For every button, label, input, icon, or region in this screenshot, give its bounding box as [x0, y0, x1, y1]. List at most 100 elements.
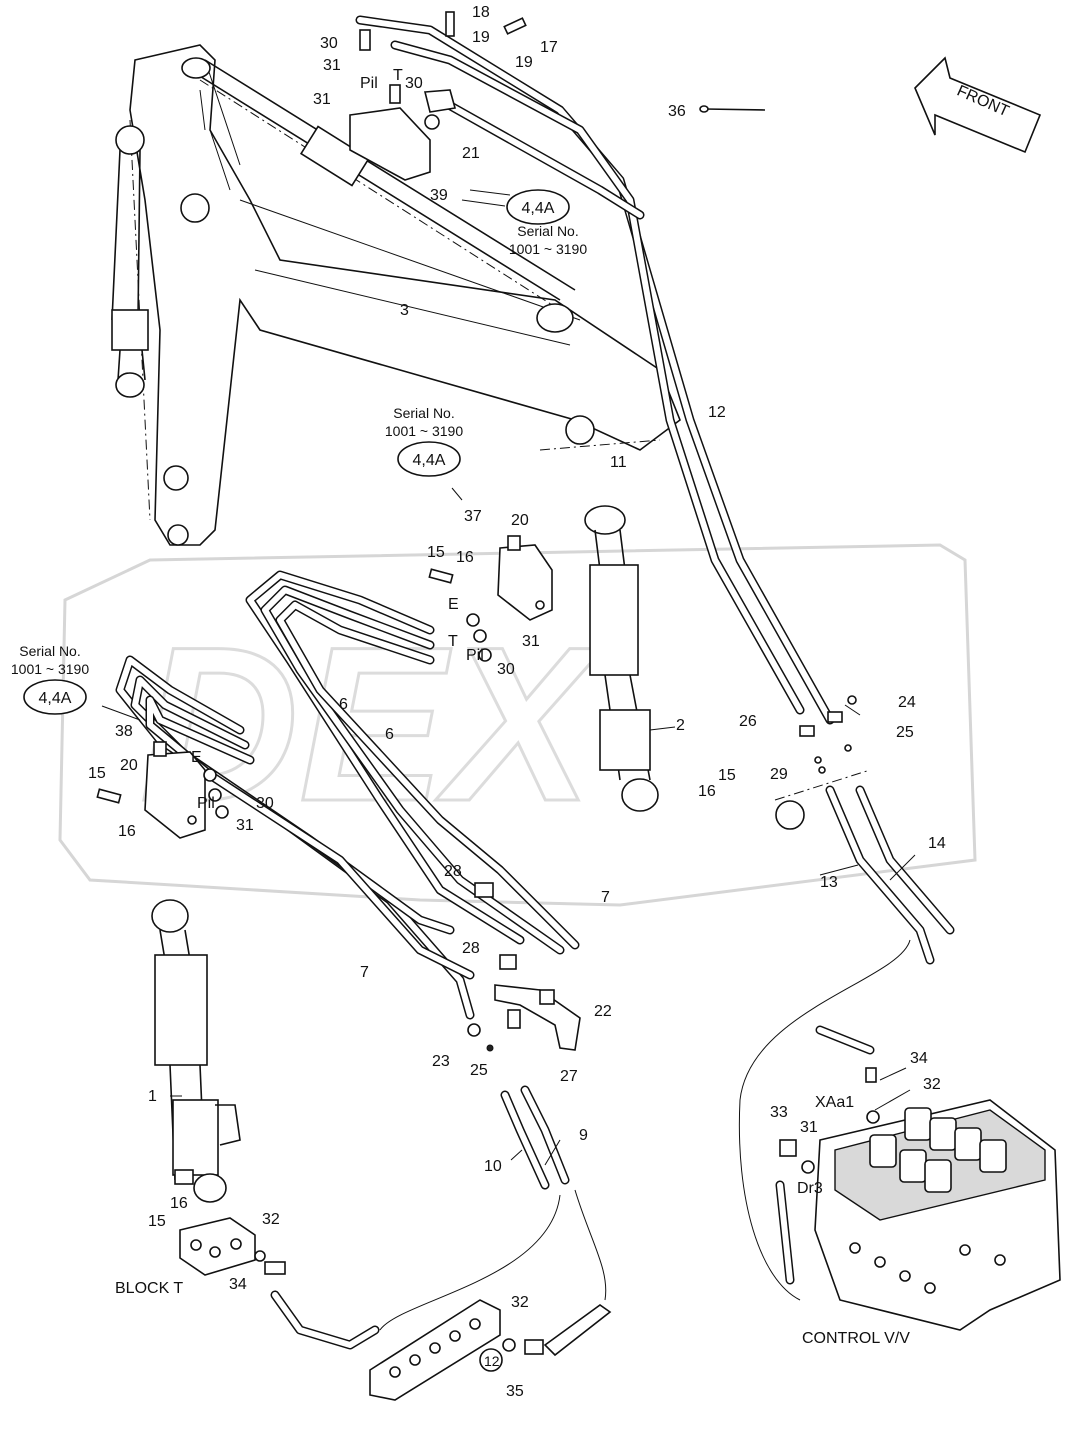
callout-31: 31 [323, 57, 341, 74]
valve-block-38 [96, 741, 229, 839]
callout-33: 33 [770, 1104, 788, 1121]
boom-cylinder [181, 57, 576, 333]
callout-11: 11 [610, 454, 627, 471]
hoses-11-12 [355, 15, 835, 725]
callout-22: 22 [594, 1003, 612, 1020]
callout-14: 14 [928, 835, 946, 852]
callout-7: 7 [360, 964, 369, 981]
callout-31: 31 [522, 633, 540, 650]
callout-28: 28 [444, 863, 462, 880]
ref-oval-mid: 4,4A [397, 441, 461, 477]
ref-top-text: 4,4A [522, 200, 555, 217]
callout-15: 15 [148, 1213, 166, 1230]
callout-12: 12 [708, 404, 726, 421]
callout-31: 31 [313, 91, 331, 108]
callout-6: 6 [339, 696, 348, 713]
valve-block-21 [349, 11, 527, 181]
callout-31: 31 [800, 1119, 818, 1136]
arm-cylinder-2 [584, 505, 659, 812]
leader-lines [101, 189, 916, 1166]
serial-left-range: 1001 ~ 3190 [11, 661, 89, 677]
callout-19: 19 [515, 54, 533, 71]
callout-3: 3 [400, 302, 409, 319]
callout-6: 6 [385, 726, 394, 743]
callout-34: 34 [910, 1050, 928, 1067]
serial-top-label: Serial No. [517, 223, 578, 239]
serial-top-range: 1001 ~ 3190 [509, 241, 587, 257]
ref-oval-top: 4,4A [506, 189, 570, 225]
label-pil: Pil [197, 795, 215, 812]
callout-15: 15 [88, 765, 106, 782]
callout-39: 39 [430, 187, 448, 204]
label-xaa1: XAa1 [815, 1094, 854, 1111]
callout-9: 9 [579, 1127, 588, 1144]
label-t: T [448, 633, 458, 650]
control-valve [775, 1067, 1061, 1331]
serial-left-label: Serial No. [19, 643, 80, 659]
label-pil: Pil [360, 75, 378, 92]
pin-36 [699, 105, 766, 113]
label-e: E [448, 596, 459, 613]
callout-2: 2 [676, 717, 685, 734]
callout-32: 32 [511, 1294, 529, 1311]
callout-28: 28 [462, 940, 480, 957]
boom-structure [129, 44, 681, 546]
callout-34: 34 [229, 1276, 247, 1293]
callout-24: 24 [898, 694, 916, 711]
callout-37: 37 [464, 508, 482, 525]
hose-bundle-6 [115, 570, 580, 1020]
callout-19: 19 [472, 29, 490, 46]
bracket-22 [467, 882, 581, 1052]
label-pil: Pil [466, 647, 484, 664]
serial-mid-range: 1001 ~ 3190 [385, 423, 463, 439]
callout-20: 20 [120, 757, 138, 774]
callout-16: 16 [170, 1195, 188, 1212]
label-e: E [191, 749, 202, 766]
ref-left-text: 4,4A [39, 690, 72, 707]
callout-30: 30 [256, 795, 274, 812]
callout-15: 15 [718, 767, 736, 784]
callout-17: 17 [540, 39, 558, 56]
callout-21: 21 [462, 145, 480, 162]
ref-circle-12 [479, 1348, 503, 1372]
callout-29: 29 [770, 766, 788, 783]
callout-38: 38 [115, 723, 133, 740]
callout-numbers: 18 19 19 17 30 31 Pil T 30 31 21 39 36 3… [88, 4, 946, 1400]
hoses-13-14 [738, 785, 955, 1301]
front-arrow-icon [914, 56, 1042, 154]
hoses-9-10 [379, 1085, 607, 1331]
callout-13: 13 [820, 874, 838, 891]
callout-32: 32 [923, 1076, 941, 1093]
valve-block-37 [428, 535, 553, 662]
callout-20: 20 [511, 512, 529, 529]
callout-15: 15 [427, 544, 445, 561]
callout-26: 26 [739, 713, 757, 730]
label-dr3: Dr3 [797, 1180, 823, 1197]
callout-10: 10 [484, 1158, 502, 1175]
callout-30: 30 [405, 75, 423, 92]
block-t [179, 1217, 380, 1350]
callout-35: 35 [506, 1383, 524, 1400]
fittings-24-29 [774, 695, 871, 830]
callout-7: 7 [601, 889, 610, 906]
callout-25: 25 [470, 1062, 488, 1079]
callout-18: 18 [472, 4, 490, 21]
callout-16: 16 [456, 549, 474, 566]
callout-12: 12 [484, 1353, 500, 1369]
serial-mid-label: Serial No. [393, 405, 454, 421]
callout-1: 1 [148, 1088, 157, 1105]
callout-30: 30 [320, 35, 338, 52]
manifold-block [369, 1299, 612, 1401]
ref-oval-left: 4,4A [23, 679, 87, 715]
callout-31: 31 [236, 817, 254, 834]
control-vv-label: CONTROL V/V [802, 1330, 910, 1347]
callout-16: 16 [118, 823, 136, 840]
callout-36: 36 [668, 103, 686, 120]
boom-cylinder-1 [151, 899, 241, 1203]
callout-27: 27 [560, 1068, 578, 1085]
callout-16: 16 [698, 783, 716, 800]
callout-25: 25 [896, 724, 914, 741]
callout-30: 30 [497, 661, 515, 678]
left-arm-cylinder [111, 125, 149, 398]
